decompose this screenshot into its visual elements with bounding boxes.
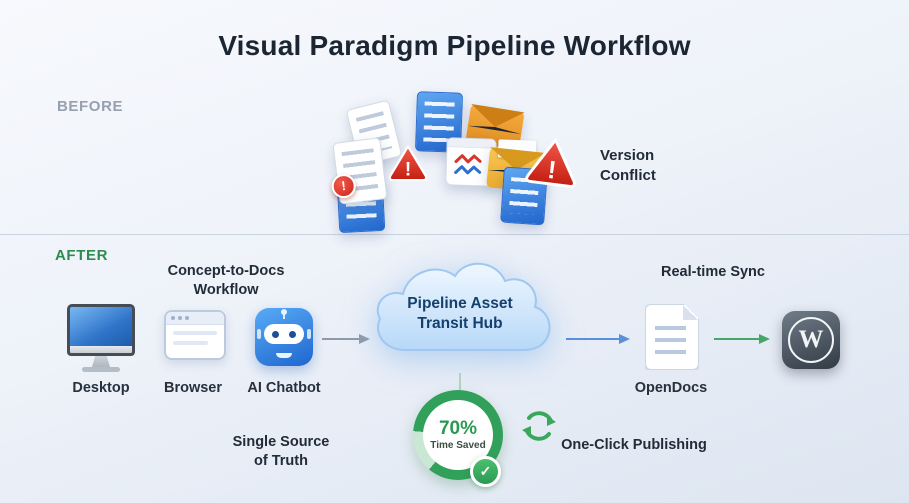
folded-corner-icon	[683, 305, 698, 320]
desktop-icon	[67, 304, 135, 372]
concept-workflow-label: Concept-to-Docs Workflow	[167, 263, 285, 298]
one-click-publishing-label: One-Click Publishing	[561, 437, 707, 453]
time-saved-badge: 70% Time Saved ✓	[413, 390, 503, 487]
hub-label: Pipeline Asset Transit Hub	[407, 295, 513, 332]
section-divider	[0, 234, 909, 235]
sync-arrows-icon	[522, 411, 556, 441]
time-saved-caption: Time Saved	[430, 440, 486, 452]
version-conflict-label: Version Conflict	[600, 147, 656, 184]
single-source-label: Single Source of Truth	[232, 434, 330, 469]
wordpress-monogram: W	[798, 325, 824, 353]
chatbot-label: AI Chatbot	[247, 380, 321, 396]
desktop-label: Desktop	[72, 380, 130, 396]
time-saved-percent: 70%	[438, 417, 478, 439]
hub-badge-connector	[459, 373, 461, 392]
browser-label: Browser	[163, 380, 223, 396]
after-section-label: AFTER	[55, 247, 108, 264]
svg-text:!: !	[405, 160, 411, 181]
arrow-right-icon	[714, 334, 770, 344]
realtime-sync-label: Real-time Sync	[661, 264, 765, 280]
opendocs-label: OpenDocs	[634, 380, 708, 396]
document-error-icon: !	[330, 137, 388, 205]
browser-icon	[164, 310, 226, 360]
pipeline-hub-cloud: Pipeline Asset Transit Hub	[365, 250, 555, 372]
cloud-icon	[376, 262, 551, 352]
arrow-right-icon	[566, 334, 630, 344]
page-title: Visual Paradigm Pipeline Workflow	[218, 30, 691, 61]
warning-triangle-icon: !	[521, 131, 585, 192]
warning-triangle-icon: !	[386, 142, 430, 183]
merge-conflict-window-icon	[445, 137, 497, 187]
wordpress-icon: W	[782, 311, 840, 369]
ai-chatbot-icon	[255, 308, 313, 366]
opendocs-icon	[645, 304, 699, 370]
before-section-label: BEFORE	[57, 98, 124, 115]
checkmark-icon: ✓	[470, 456, 501, 487]
version-conflict-cluster: ! ! !	[330, 88, 592, 236]
svg-text:!: !	[546, 156, 558, 185]
arrow-right-icon	[322, 334, 370, 344]
